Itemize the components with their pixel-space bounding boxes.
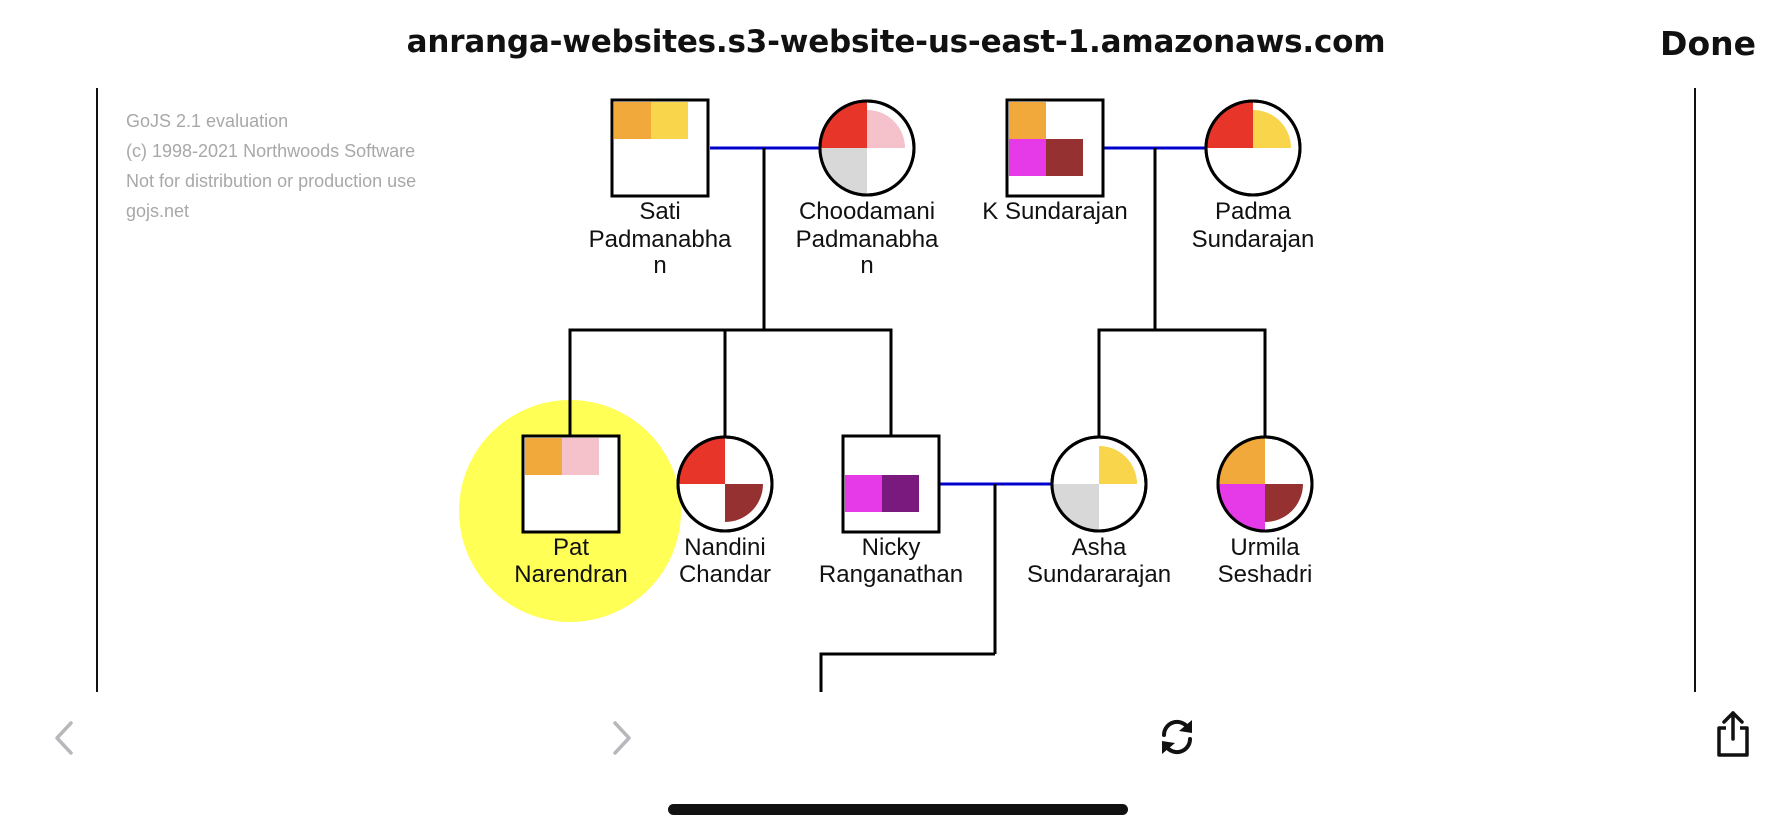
home-indicator[interactable] [668,804,1128,815]
watermark-line: gojs.net [126,201,190,221]
person-label: Sundarajan [1192,226,1315,253]
person-label: Padma [1215,198,1292,225]
person-asha[interactable]: Asha Sundararajan [1027,435,1171,588]
person-k-sundarajan[interactable]: K Sundarajan [982,98,1128,225]
person-label: Nandini [684,534,765,561]
person-label: n [860,252,873,279]
web-content[interactable]: GoJS 2.1 evaluation (c) 1998-2021 Northw… [0,88,1792,692]
person-sati[interactable]: Sati Padmanabha n [589,98,732,279]
chevron-left-icon [55,721,73,755]
person-label: Sundararajan [1027,561,1171,588]
person-label: Urmila [1230,534,1300,561]
person-nicky[interactable]: Nicky Ranganathan [819,434,963,588]
diagram-border-left [96,88,98,692]
chevron-right-icon [613,721,631,755]
person-pat[interactable]: Pat Narendran [514,434,628,588]
person-label: Sati [639,198,680,225]
browser-header: anranga-websites.s3-website-us-east-1.am… [0,0,1792,88]
person-label: K Sundarajan [982,198,1127,225]
genogram-diagram[interactable]: Sati Padmanabha n Choodamani Padmanabha … [0,88,1792,692]
url-title[interactable]: anranga-websites.s3-website-us-east-1.am… [406,24,1386,60]
watermark-line: GoJS 2.1 evaluation [126,111,289,131]
person-label: n [653,252,666,279]
person-nandini[interactable]: Nandini Chandar [676,435,774,588]
person-label: Padmanabha [589,226,732,253]
person-label: Asha [1072,534,1127,561]
watermark-line: (c) 1998-2021 Northwoods Software [126,141,416,161]
person-label: Ranganathan [819,561,963,588]
person-label: Chandar [679,561,771,588]
reload-button[interactable] [1152,712,1202,762]
person-urmila[interactable]: Urmila Seshadri [1216,435,1314,588]
reload-icon [1161,719,1193,755]
gojs-watermark: GoJS 2.1 evaluation (c) 1998-2021 Northw… [126,106,416,226]
person-choodamani[interactable]: Choodamani Padmanabha n [796,99,939,279]
person-padma[interactable]: Padma Sundarajan [1192,99,1315,253]
person-label: Pat [553,534,589,561]
person-label: Nicky [862,534,921,561]
share-button[interactable] [1708,706,1758,762]
share-icon [1717,711,1749,757]
person-label: Narendran [514,561,627,588]
person-label: Padmanabha [796,226,939,253]
forward-button[interactable] [602,716,642,760]
watermark-line: Not for distribution or production use [126,171,417,191]
person-label: Seshadri [1218,561,1313,588]
done-button[interactable]: Done [1660,24,1756,63]
back-button[interactable] [44,716,84,760]
parent-child-links [568,148,1267,692]
diagram-border-right [1694,88,1696,692]
person-label: Choodamani [799,198,935,225]
